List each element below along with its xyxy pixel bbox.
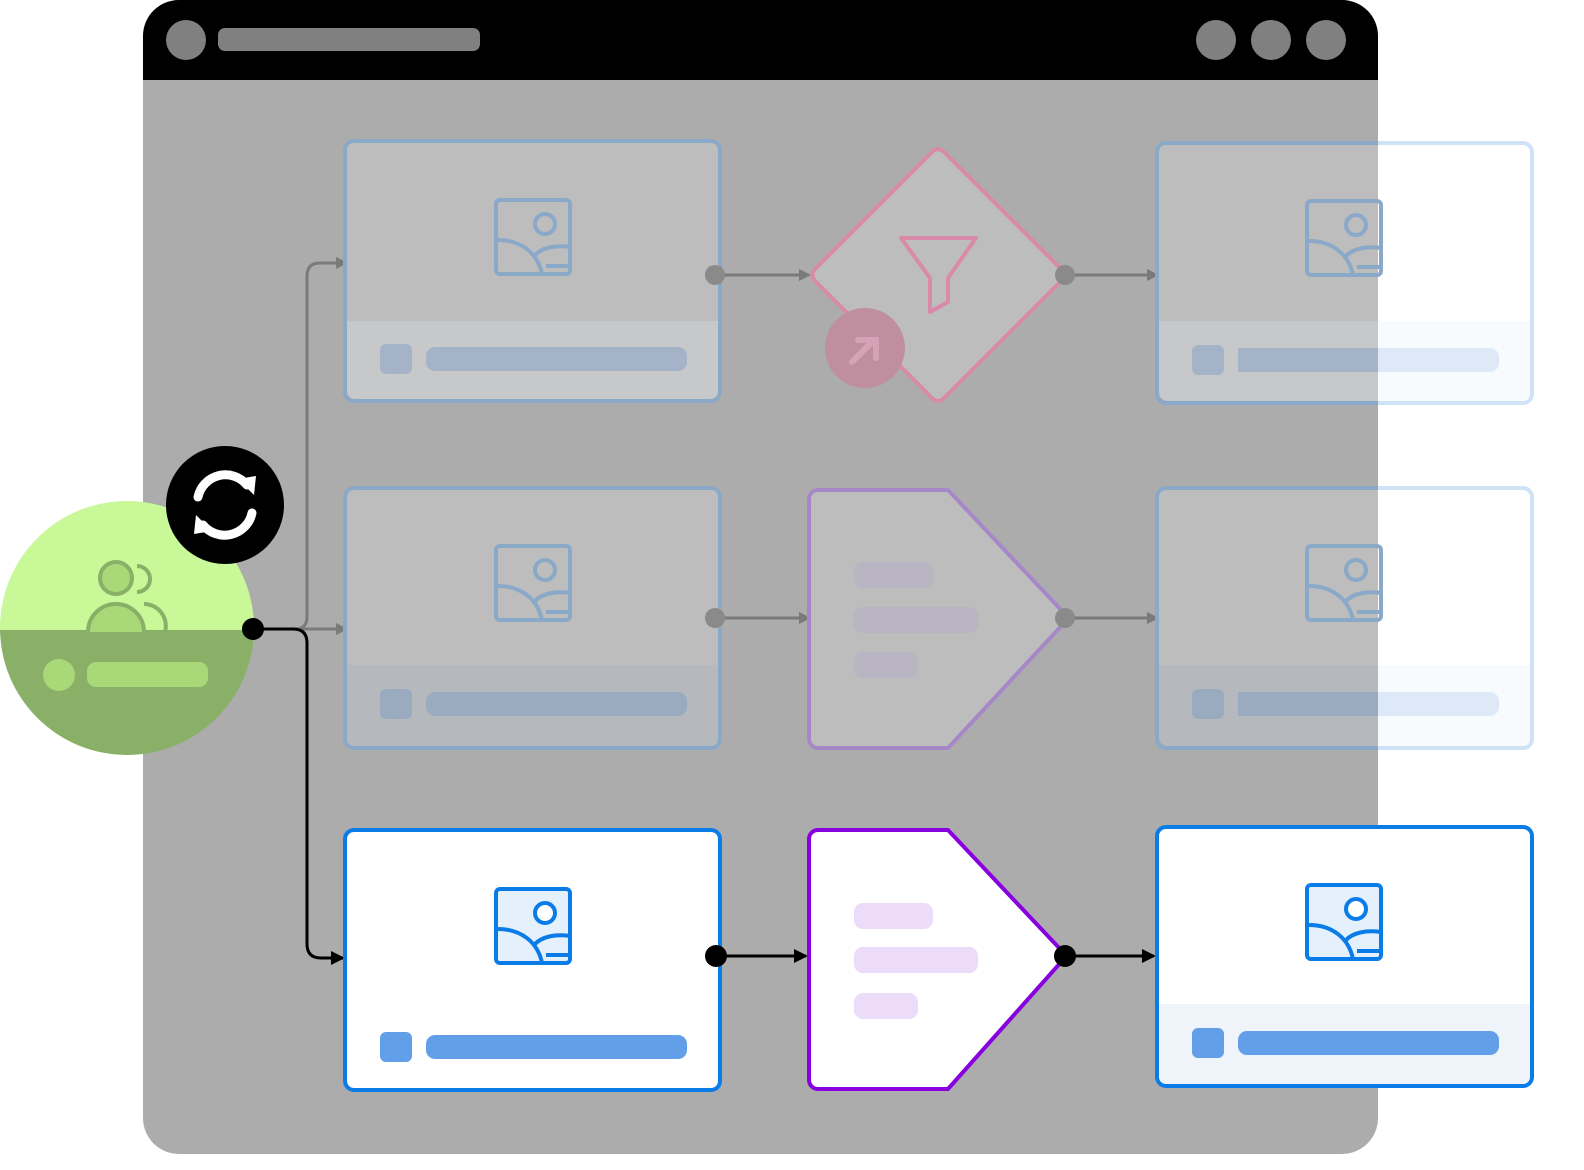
sync-icon[interactable]: [166, 446, 284, 564]
image-icon: [494, 887, 572, 965]
output-port[interactable]: [705, 608, 725, 628]
output-port[interactable]: [705, 945, 727, 967]
source-tag: [43, 659, 75, 691]
row-2: [343, 486, 1534, 750]
card-tag: [1192, 345, 1224, 375]
image-icon: [1305, 199, 1383, 277]
window-close-button[interactable]: [1306, 20, 1346, 60]
card-label-bar: [426, 1035, 687, 1059]
content-card[interactable]: [343, 139, 722, 403]
content-card[interactable]: [343, 828, 722, 1092]
image-icon: [494, 198, 572, 276]
window-maximize-button[interactable]: [1251, 20, 1291, 60]
card-tag: [1192, 689, 1224, 719]
message-line: [854, 947, 978, 973]
card-label-bar: [1238, 348, 1378, 372]
funnel-icon: [899, 236, 978, 314]
image-icon: [494, 544, 572, 622]
message-line: [854, 903, 933, 929]
address-bar[interactable]: [218, 28, 480, 51]
card-label-bar: [1238, 1031, 1499, 1055]
filter-node[interactable]: [810, 147, 1066, 403]
window-minimize-button[interactable]: [1196, 20, 1236, 60]
card-label-bar: [426, 347, 687, 371]
row-3: [343, 825, 1534, 1092]
message-line: [854, 607, 978, 633]
source-label-bar: [87, 662, 208, 687]
content-card[interactable]: [1155, 825, 1534, 1088]
row-1: [343, 139, 1534, 405]
content-card[interactable]: [1155, 486, 1534, 750]
message-line: [854, 652, 918, 678]
card-tag: [380, 344, 412, 374]
output-port[interactable]: [1055, 608, 1075, 628]
output-port[interactable]: [1055, 265, 1075, 285]
output-port[interactable]: [705, 265, 725, 285]
users-icon: [86, 560, 168, 633]
card-tag: [1192, 1028, 1224, 1058]
message-node[interactable]: [807, 828, 1067, 1091]
window-title-bar: [143, 0, 1378, 80]
card-tag: [380, 689, 412, 719]
source-output-port[interactable]: [242, 618, 264, 640]
window-menu-dot[interactable]: [166, 20, 206, 60]
output-port[interactable]: [1054, 945, 1076, 967]
image-icon: [1305, 883, 1383, 961]
connector-source-row3: [253, 627, 345, 965]
message-node[interactable]: [807, 488, 1068, 750]
card-label-bar: [1238, 692, 1378, 716]
image-icon: [1305, 544, 1383, 622]
content-card[interactable]: [343, 486, 722, 750]
arrow-badge-glyph: [849, 337, 879, 365]
content-card[interactable]: [1155, 141, 1534, 405]
active-connectors: [253, 627, 1156, 965]
message-line: [854, 993, 918, 1019]
message-line: [854, 562, 933, 588]
card-tag: [380, 1032, 412, 1062]
card-label-bar: [426, 692, 687, 716]
